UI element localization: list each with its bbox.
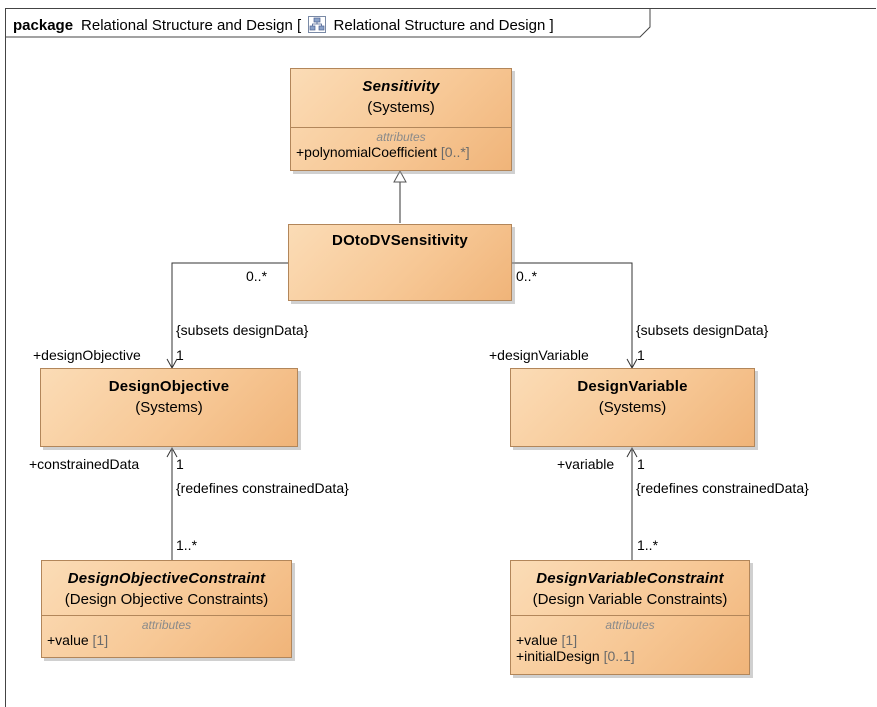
association-design-objective — [171, 262, 288, 368]
compartment-title: attributes — [605, 618, 655, 632]
class-diagram-icon[interactable] — [308, 16, 327, 37]
attribute-multiplicity: [0..1] — [603, 648, 635, 664]
attribute-row[interactable]: +polynomialCoefficient [0..*] — [291, 144, 511, 160]
left-constrained-multiplicity: 1 — [176, 456, 184, 472]
attributes-compartment: attributes +value [1] — [42, 615, 291, 648]
compartment-title: attributes — [141, 618, 192, 632]
class-name: Sensitivity — [362, 78, 440, 95]
attribute-name: +polynomialCoefficient — [296, 144, 437, 160]
diagram-ref-close: ] — [549, 17, 554, 34]
right-subsets-constraint: {subsets designData} — [636, 322, 769, 338]
package-keyword: package — [13, 17, 74, 34]
left-bottom-multiplicity: 1..* — [176, 537, 198, 553]
class-name: DOtoDVSensitivity — [332, 232, 468, 249]
diagram-ref-open: [ — [297, 17, 302, 34]
attribute-row[interactable]: +initialDesign [0..1] — [511, 648, 749, 664]
attribute-name: +initialDesign — [516, 648, 600, 664]
attribute-name: +value — [516, 632, 558, 648]
right-variable-role: +variable — [557, 456, 615, 472]
class-stereotype: (Systems) — [598, 399, 667, 416]
left-redefines-constraint: {redefines constrainedData} — [176, 480, 349, 496]
compartment-title: attributes — [376, 130, 426, 144]
attribute-multiplicity: [1] — [561, 632, 578, 648]
attribute-multiplicity: [0..*] — [440, 144, 470, 160]
left-role-multiplicity: 1 — [176, 347, 184, 363]
package-tab-shape — [5, 8, 651, 38]
right-multiplicity-top: 0..* — [516, 268, 538, 284]
attribute-row[interactable]: +value [1] — [42, 632, 291, 648]
right-bottom-multiplicity: 1..* — [637, 537, 659, 553]
generalization-arrowhead — [393, 169, 407, 183]
right-variable-multiplicity: 1 — [637, 456, 645, 472]
right-redefines-constraint: {redefines constrainedData} — [636, 480, 809, 496]
class-design-variable[interactable]: DesignVariable (Systems) — [510, 368, 755, 447]
class-name: DesignObjectiveConstraint — [67, 570, 266, 587]
class-design-objective[interactable]: DesignObjective (Systems) — [40, 368, 298, 447]
diagram-ref-name[interactable]: Relational Structure and Design — [333, 17, 546, 34]
right-role-name: +designVariable — [489, 347, 589, 363]
association-design-variable — [512, 262, 633, 368]
package-frame — [5, 8, 876, 707]
attribute-name: +value — [47, 632, 89, 648]
class-stereotype: (Design Objective Constraints) — [64, 591, 269, 608]
class-dotodvsensitivity[interactable]: DOtoDVSensitivity — [288, 224, 512, 301]
left-constrained-role: +constrainedData — [29, 456, 140, 472]
class-name: DesignVariableConstraint — [536, 570, 724, 587]
arrowhead-do-constraint — [166, 446, 178, 458]
attributes-compartment: attributes +value [1] +initialDesign [0.… — [511, 615, 749, 664]
class-design-variable-constraint[interactable]: DesignVariableConstraint (Design Variabl… — [510, 560, 750, 675]
left-multiplicity-top: 0..* — [246, 268, 268, 284]
class-sensitivity[interactable]: Sensitivity (Systems) attributes +polyno… — [290, 68, 512, 171]
package-tab: package Relational Structure and Design [… — [5, 8, 554, 37]
left-role-name: +designObjective — [33, 347, 141, 363]
arrowhead-dv-constraint — [626, 446, 638, 458]
package-name: Relational Structure and Design — [81, 17, 293, 34]
attribute-multiplicity: [1] — [92, 632, 109, 648]
class-stereotype: (Design Variable Constraints) — [532, 591, 728, 608]
class-name: DesignVariable — [577, 378, 688, 395]
class-stereotype: (Systems) — [367, 99, 435, 116]
class-stereotype: (Systems) — [135, 399, 203, 416]
class-name: DesignObjective — [108, 378, 230, 395]
attribute-row[interactable]: +value [1] — [511, 632, 749, 648]
left-subsets-constraint: {subsets designData} — [176, 322, 309, 338]
attributes-compartment: attributes +polynomialCoefficient [0..*] — [291, 127, 511, 160]
class-design-objective-constraint[interactable]: DesignObjectiveConstraint (Design Object… — [41, 560, 292, 658]
right-role-multiplicity: 1 — [637, 347, 645, 363]
